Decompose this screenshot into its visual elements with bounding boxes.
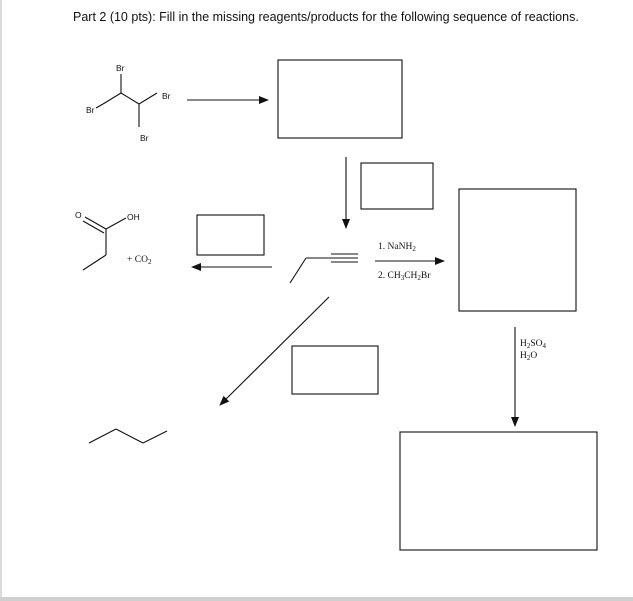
reaction-arrow	[219, 296, 330, 406]
co2-reagent: + CO2	[127, 255, 152, 266]
hydroxyl-label: OH	[127, 212, 140, 222]
reagent-answer-box[interactable]	[291, 345, 379, 395]
reagent-answer-box[interactable]	[196, 214, 265, 256]
answer-box[interactable]	[458, 188, 577, 312]
reagent-answer-box[interactable]	[360, 162, 434, 210]
page-edge	[0, 0, 2, 601]
reagent-sulfuric-acid: H2SO4	[520, 339, 547, 350]
reagent-step-1: 1. NaNH2	[378, 242, 416, 253]
answer-box[interactable]	[399, 431, 598, 551]
bromine-label: Br	[86, 105, 95, 115]
reagent-water: H2O	[520, 351, 537, 362]
page-title: Part 2 (10 pts): Fill in the missing rea…	[73, 10, 579, 24]
reagent-step-2: 2. CH3CH2Br	[378, 271, 431, 282]
bromine-label: Br	[116, 63, 125, 73]
alkyne-structure	[289, 253, 358, 284]
alkane-structure	[88, 428, 168, 444]
oxygen-label: O	[75, 210, 82, 220]
bromine-label: Br	[140, 133, 149, 143]
answer-box[interactable]	[277, 59, 403, 139]
carboxylic-acid-structure	[82, 216, 127, 271]
page-edge-bottom	[0, 597, 633, 601]
tetrabromide-structure	[95, 74, 158, 127]
bromine-label: Br	[162, 91, 171, 101]
